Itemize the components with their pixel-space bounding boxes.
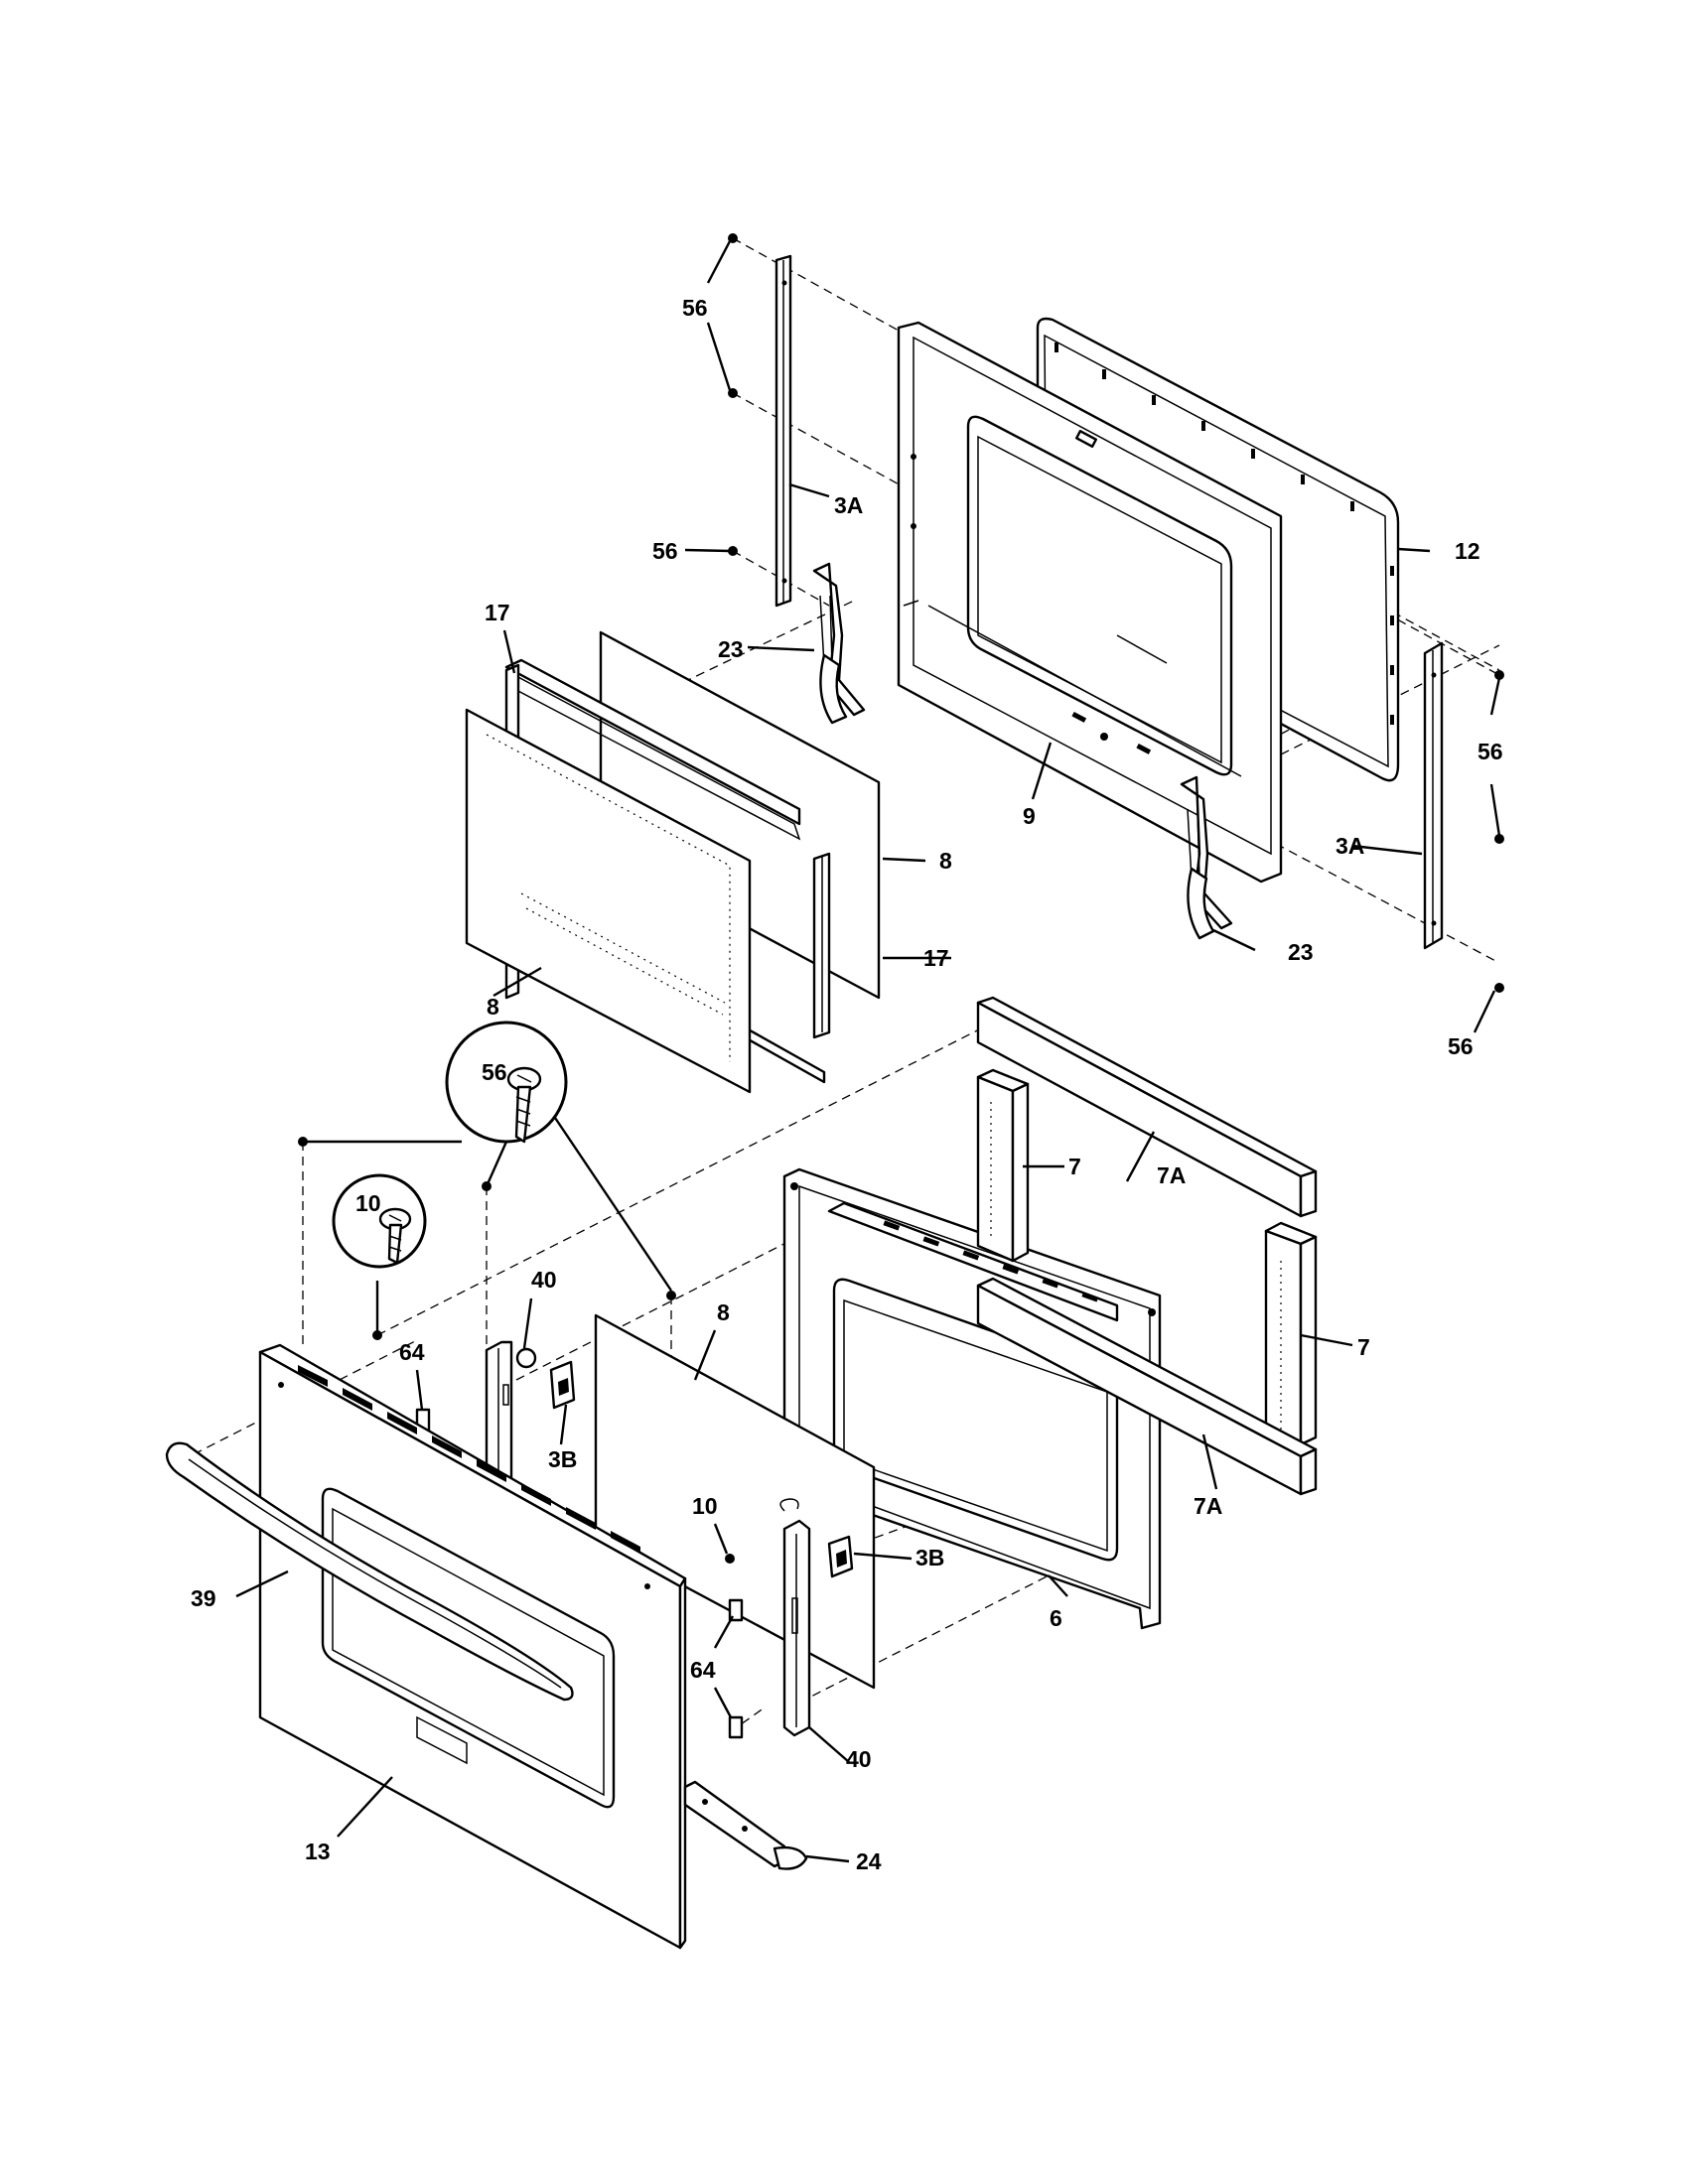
screw-56-middle	[728, 546, 738, 556]
callout-8-right: 8	[939, 848, 952, 874]
leader-lines	[235, 240, 1501, 1863]
callout-7a-top: 7A	[1157, 1162, 1186, 1188]
callout-12: 12	[1455, 538, 1480, 564]
screw-56-upper-bottom	[728, 388, 738, 398]
callout-8-inner: 8	[717, 1299, 730, 1325]
hinge-23-left	[812, 562, 866, 725]
inner-door-9	[897, 321, 1283, 884]
hinge-channel-3a-right	[1423, 641, 1444, 950]
callout-7a-bottom: 7A	[1194, 1493, 1222, 1519]
callout-10-circle: 10	[355, 1190, 381, 1216]
clip-3b-right	[827, 1535, 854, 1578]
callout-6: 6	[1050, 1605, 1062, 1631]
callout-40-bottom: 40	[846, 1746, 872, 1772]
callout-23-left: 23	[718, 636, 744, 662]
callout-17-top: 17	[485, 600, 510, 625]
callout-56-right: 56	[1477, 739, 1503, 764]
callout-56-middle: 56	[652, 538, 678, 564]
bracket-40-left	[485, 1340, 537, 1489]
callout-8-left: 8	[487, 994, 499, 1020]
callout-7-right: 7	[1357, 1334, 1370, 1360]
bracket-40-right	[779, 1498, 811, 1737]
window-glass-8-upper-right	[599, 630, 881, 1000]
callout-39: 39	[191, 1585, 216, 1611]
screw-56-right-bottom	[1494, 983, 1504, 993]
callout-56-top: 56	[682, 295, 708, 321]
callout-64-bottom: 64	[690, 1657, 716, 1683]
callout-7-top: 7	[1068, 1154, 1081, 1179]
callout-24: 24	[856, 1848, 882, 1874]
door-frame-6	[782, 1167, 1162, 1630]
callout-56-right-bottom: 56	[1448, 1033, 1474, 1059]
screw-56-door-right	[666, 1291, 676, 1300]
screw-56-detail-inset	[303, 1021, 672, 1292]
door-handle-39	[165, 1441, 574, 1702]
callout-40-top: 40	[531, 1267, 557, 1293]
callout-64-top: 64	[399, 1339, 425, 1365]
clip-64-lower-bottom	[728, 1715, 744, 1739]
callout-13: 13	[305, 1839, 331, 1864]
insulation-7a-bottom	[976, 1277, 1318, 1496]
screw-10-lower	[725, 1554, 735, 1564]
callout-17-middle: 17	[923, 945, 949, 971]
callout-3a-left: 3A	[834, 492, 863, 518]
callout-56-circle: 56	[482, 1059, 507, 1085]
screw-56-right-top	[1494, 670, 1504, 680]
screw-56-right-middle	[1494, 834, 1504, 844]
callout-10-lower: 10	[692, 1493, 718, 1519]
hinge-channel-3a-left	[774, 254, 792, 608]
hinge-arm-24	[683, 1780, 808, 1870]
insulation-7-right	[1264, 1221, 1318, 1446]
callout-3a-right: 3A	[1336, 833, 1364, 859]
clip-64-lower-top	[728, 1598, 744, 1622]
clip-3b-left	[549, 1360, 576, 1410]
callout-9: 9	[1023, 803, 1036, 829]
callout-3b-left: 3B	[548, 1446, 577, 1472]
callout-labels: 56 3A 56 12 23 17 56 3A 8 9 17 23 8 56 7…	[191, 295, 1503, 1874]
hinge-23-right	[1180, 775, 1233, 940]
screw-10-detail-inset	[332, 1173, 427, 1335]
insulation-7a-top	[976, 996, 1318, 1218]
callout-3b-right: 3B	[915, 1545, 944, 1570]
callout-23-right: 23	[1288, 939, 1314, 965]
window-glass-8-front	[465, 708, 752, 1094]
insulation-7-left	[976, 1068, 1030, 1263]
screw-56-upper-top	[728, 233, 738, 243]
